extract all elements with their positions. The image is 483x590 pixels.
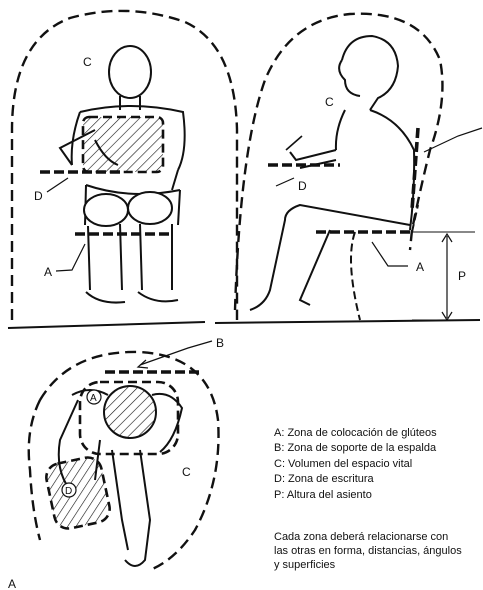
label-a-side: A: [416, 260, 424, 274]
label-c-side: C: [325, 95, 334, 109]
legend-item-b: B: Zona de soporte de la espalda: [274, 441, 483, 456]
legend-item-p: P: Altura del asiento: [274, 488, 483, 503]
top-view: [29, 341, 219, 570]
zone-relation-note: Cada zona deberá relacionarse con las ot…: [274, 530, 483, 572]
label-a-bottom: A: [8, 577, 16, 590]
front-back-zone: [83, 117, 163, 172]
note-line-1: Cada zona deberá relacionarse con: [274, 530, 483, 544]
note-line-3: y superficies: [274, 558, 483, 572]
label-c-top: C: [182, 465, 191, 479]
legend-item-a: A: Zona de colocación de glúteos: [274, 426, 483, 441]
top-head: [104, 386, 156, 438]
top-vital-space-outline: [29, 352, 219, 570]
label-a-front: A: [44, 265, 52, 279]
side-vital-space-outline: [235, 14, 442, 310]
top-writing-zone: [44, 455, 112, 531]
label-d-front: D: [34, 189, 43, 203]
label-a-top: A: [90, 393, 97, 404]
legend: A: Zona de colocación de glúteos B: Zona…: [274, 426, 483, 503]
side-view: [235, 14, 482, 320]
side-floor-line: [215, 320, 480, 323]
legend-item-c: C: Volumen del espacio vital: [274, 457, 483, 472]
side-head: [339, 36, 398, 110]
label-b-top: B: [216, 336, 224, 350]
label-d-top: D: [65, 486, 72, 497]
label-d-side: D: [298, 179, 307, 193]
front-floor-line: [8, 322, 205, 328]
note-line-2: las otras en forma, distancias, ángulos: [274, 544, 483, 558]
label-c-front: C: [83, 55, 92, 69]
legend-item-d: D: Zona de escritura: [274, 472, 483, 487]
front-head: [109, 46, 151, 98]
label-p-side: P: [458, 269, 466, 283]
